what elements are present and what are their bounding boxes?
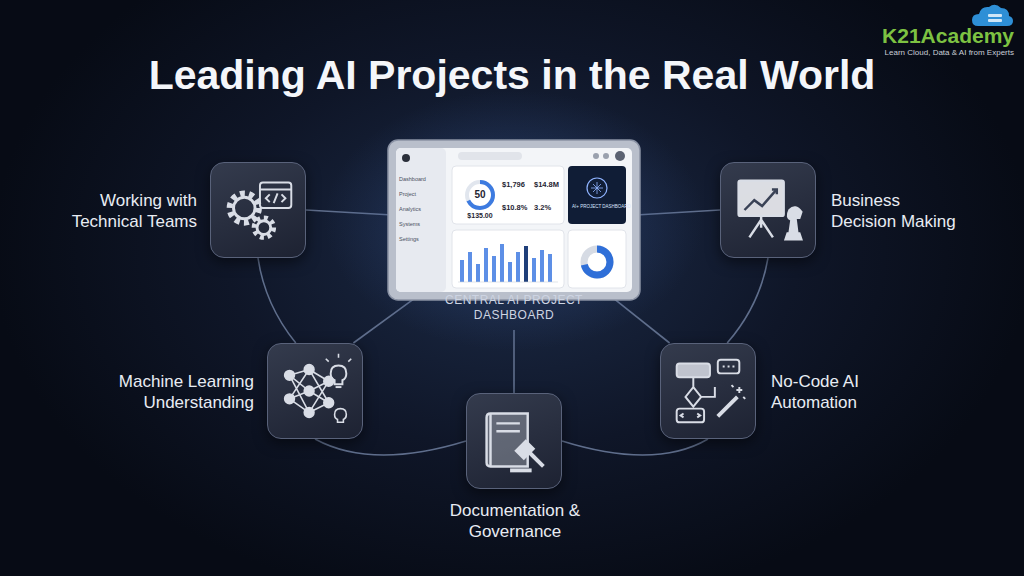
bar <box>492 256 496 282</box>
gauge-value: 50 <box>466 189 494 201</box>
bar <box>516 252 520 282</box>
icon-tile: Machine Learning Understanding <box>267 343 363 439</box>
dashboard-screen <box>388 140 640 300</box>
menu-item: Project <box>399 191 443 197</box>
stat-value: $10.8% <box>502 204 532 213</box>
glow <box>324 90 704 350</box>
icon <box>661 344 755 438</box>
stat-value: $135.00 <box>458 212 502 220</box>
bar <box>532 258 536 282</box>
icon <box>467 394 561 488</box>
dashboard-node: CENTRAL AI PROJECT DASHBOARD <box>388 138 640 330</box>
icon-tile: Documentation & Governance <box>466 393 562 489</box>
stat-value: $14.8M <box>534 181 564 190</box>
icon-tile: Business Decision Making <box>720 162 816 258</box>
menu-item: Dashboard <box>399 176 443 182</box>
bar <box>540 250 544 282</box>
logo-cloud <box>972 5 1013 26</box>
icon <box>721 163 815 257</box>
logo-text: K21Academy <box>880 24 1014 48</box>
panel-caption: AI+ PROJECT DASHBOARD <box>572 204 622 209</box>
axis <box>458 282 558 283</box>
bar <box>508 262 512 282</box>
stat-value: $1,796 <box>502 181 532 190</box>
connector-line <box>315 439 466 455</box>
bar <box>524 246 528 282</box>
bar <box>460 260 464 282</box>
tile-label: No-Code AI Automation <box>771 371 883 414</box>
connector-line <box>727 258 768 343</box>
menu-item: Systems <box>399 221 443 227</box>
connector-line <box>258 258 296 343</box>
icon-tile: Working with Technical Teams <box>210 162 306 258</box>
connector-line <box>562 439 708 455</box>
icon <box>268 344 362 438</box>
stat-value: 3.2% <box>534 204 564 213</box>
icon-tile: No-Code AI Automation <box>660 343 756 439</box>
menu-item: Settings <box>399 236 443 242</box>
bar <box>500 244 504 282</box>
tile-label: Machine Learning Understanding <box>109 371 254 414</box>
bar <box>468 252 472 282</box>
bar <box>484 248 488 282</box>
tile-label: Documentation & Governance <box>448 500 583 543</box>
tile-label: Working with Technical Teams <box>57 190 197 233</box>
node-caption: CENTRAL AI PROJECT DASHBOARD <box>429 293 599 324</box>
bar <box>548 254 552 282</box>
bar <box>476 264 480 282</box>
tile-label: Business Decision Making <box>831 190 964 233</box>
menu-item: Analytics <box>399 206 443 212</box>
title: Leading AI Projects in the Real World <box>0 52 1024 99</box>
icon <box>211 163 305 257</box>
